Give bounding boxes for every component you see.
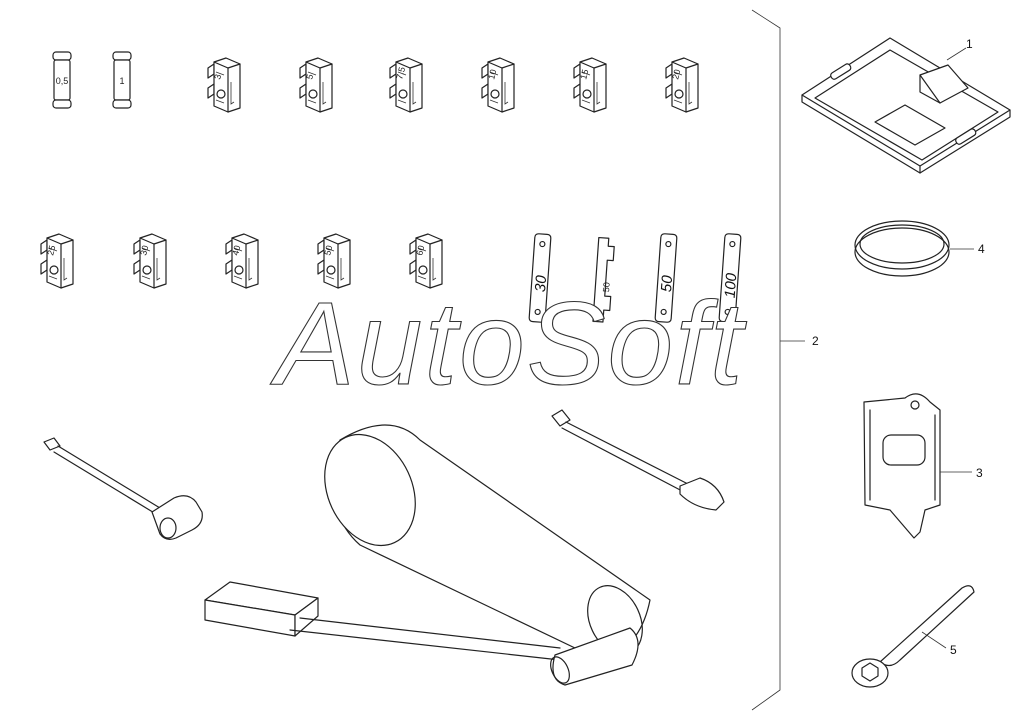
svg-text:25: 25 bbox=[45, 244, 57, 256]
socket-wrench bbox=[851, 585, 975, 688]
svg-text:7.5: 7.5 bbox=[394, 66, 407, 81]
callout-2: 2 bbox=[812, 334, 819, 348]
svg-text:50: 50 bbox=[322, 244, 334, 256]
watermark-text: AutoSoft bbox=[270, 278, 747, 410]
extension-bar bbox=[551, 409, 725, 511]
sealing-ring bbox=[854, 220, 950, 277]
hydraulic-jack bbox=[204, 424, 651, 686]
glass-fuse-1: 1 bbox=[112, 51, 132, 109]
svg-text:50: 50 bbox=[658, 274, 676, 292]
svg-text:20: 20 bbox=[670, 68, 682, 80]
svg-text:3: 3 bbox=[212, 73, 223, 80]
blade-fuse: 10 bbox=[481, 57, 515, 113]
blade-fuse: 7.5 bbox=[389, 57, 423, 113]
blade-fuse: 30 bbox=[133, 233, 167, 289]
blade-fuse: 60 bbox=[409, 233, 443, 289]
blade-fuse: 25 bbox=[40, 233, 74, 289]
svg-text:100: 100 bbox=[722, 272, 741, 299]
svg-text:60: 60 bbox=[414, 244, 426, 256]
callout-4: 4 bbox=[978, 242, 985, 256]
svg-text:15: 15 bbox=[578, 68, 590, 80]
svg-text:5: 5 bbox=[304, 73, 315, 80]
strip-fuse: 30 bbox=[528, 232, 552, 324]
blade-fuse: 50 bbox=[317, 233, 351, 289]
svg-text:30: 30 bbox=[138, 244, 150, 256]
storage-tray bbox=[801, 37, 1011, 174]
callout-1: 1 bbox=[966, 37, 973, 51]
glass-fuse-label: 0,5 bbox=[56, 76, 69, 86]
svg-text:30: 30 bbox=[532, 274, 550, 292]
callout-3: 3 bbox=[976, 466, 983, 480]
blade-fuse: 15 bbox=[573, 57, 607, 113]
svg-text:10: 10 bbox=[486, 68, 498, 80]
glass-fuse-label: 1 bbox=[119, 76, 124, 86]
blade-fuse: 20 bbox=[665, 57, 699, 113]
callout-5: 5 bbox=[950, 643, 957, 657]
svg-text:50: 50 bbox=[601, 282, 612, 293]
blade-fuse: 5 bbox=[299, 57, 333, 113]
blade-fuse: 3 bbox=[207, 57, 241, 113]
wheel-wrench bbox=[43, 437, 203, 540]
strip-fuse: 50 bbox=[592, 236, 615, 323]
svg-text:40: 40 bbox=[230, 244, 242, 256]
strip-fuse: 50 bbox=[654, 232, 678, 324]
blade-fuse: 40 bbox=[225, 233, 259, 289]
tow-hook-plate bbox=[863, 393, 941, 539]
glass-fuse-0-5: 0,5 bbox=[52, 51, 72, 109]
group-bracket bbox=[751, 9, 781, 711]
strip-fuse: 100 bbox=[718, 232, 742, 324]
